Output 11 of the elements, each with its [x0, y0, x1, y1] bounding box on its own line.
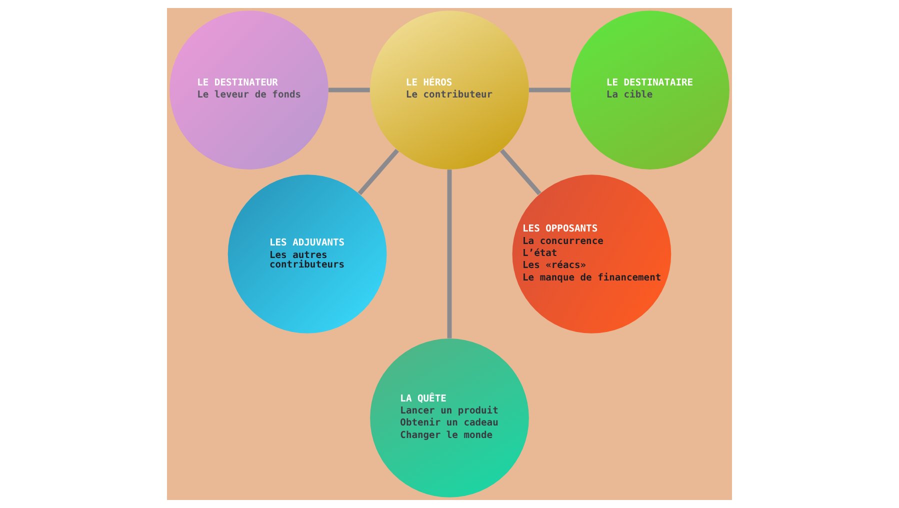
connector [447, 170, 452, 338]
connector [358, 148, 400, 196]
connector [500, 148, 542, 196]
connector [529, 88, 570, 92]
node-circle: LE DESTINATEUR Le leveur de fonds [170, 10, 328, 170]
node-circle: LE DESTINATAIRE La cible [570, 10, 730, 170]
node-circle: LES ADJUVANTS Les autres contributeurs [228, 174, 387, 334]
connector [328, 88, 370, 92]
node-circle: LES OPPOSANTS La concurrence L’état Les «réacs» Le manque de financement [512, 174, 672, 334]
node-circle: LA QUÊTE Lancer un produit Obtenir un cadeau Changer le monde [370, 338, 529, 498]
node-circle: LE HÉROS Le contributeur [370, 10, 529, 170]
